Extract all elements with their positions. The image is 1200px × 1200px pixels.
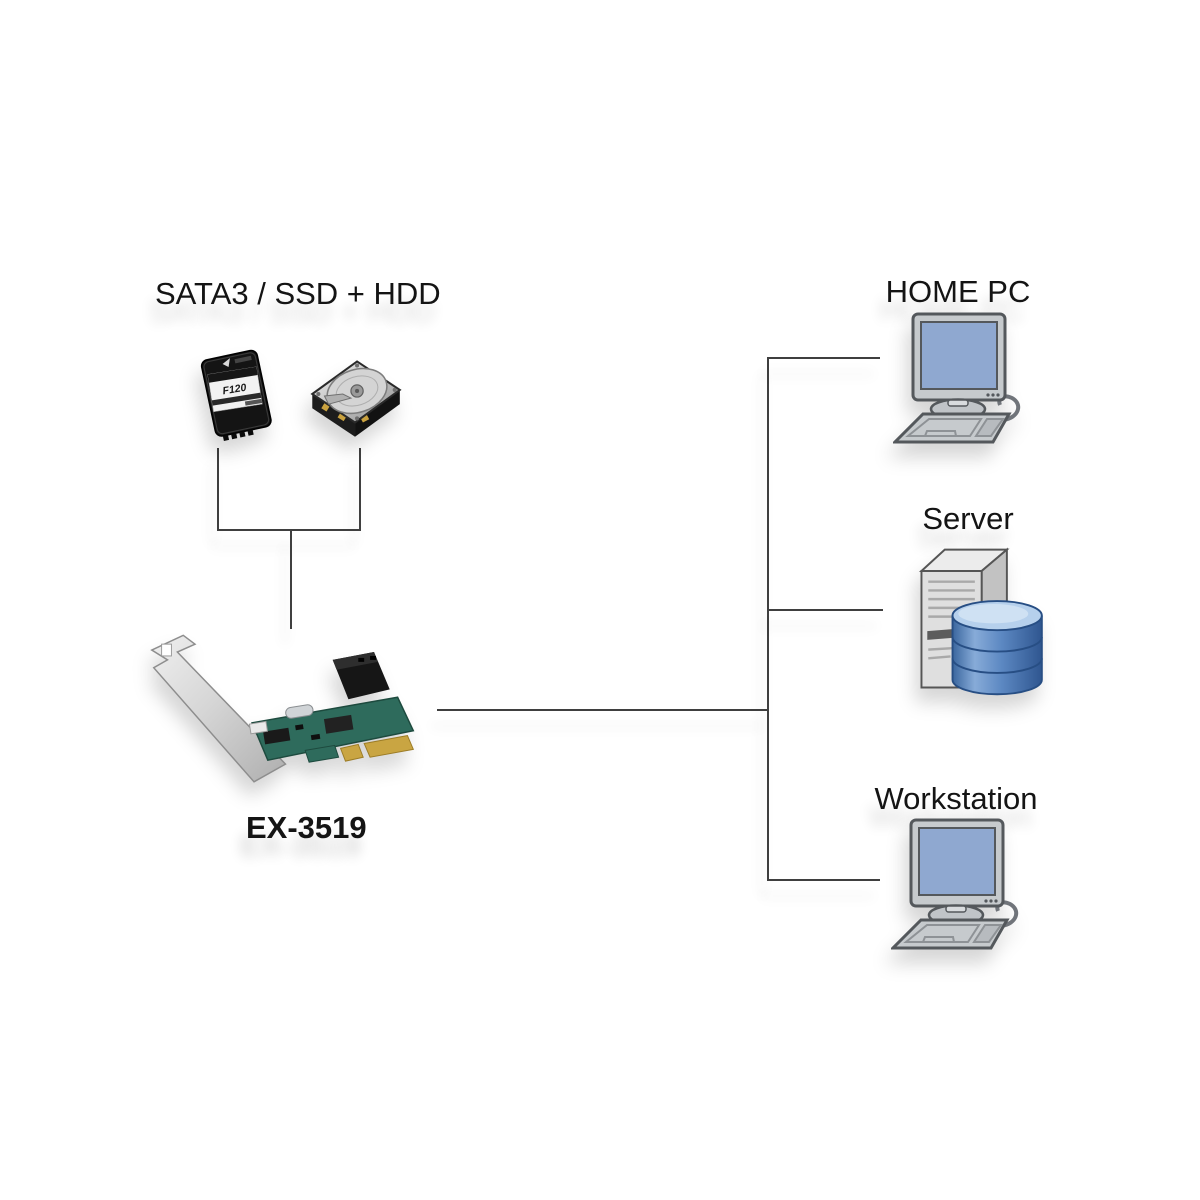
connector-line-stem-to-card [290, 529, 292, 629]
pcie-edge-connector [339, 743, 364, 762]
connector-line-hdd-down [359, 448, 361, 530]
source-group-title: SATA3 / SSD + HDD [155, 276, 441, 311]
corsair-logo [222, 358, 230, 367]
desktop-computer-icon-workstation [891, 818, 1021, 950]
monitor-screen [918, 827, 996, 896]
connector-line-branch-homepc [767, 357, 880, 359]
pcie-card-icon [138, 628, 433, 796]
monitor-screen [920, 321, 998, 390]
connector-line-branch-server [767, 609, 883, 611]
client-label-server: Server [922, 501, 1014, 536]
card-bracket [150, 634, 287, 783]
controller-label: EX-3519 [246, 810, 367, 845]
ssd-icon: F120 [183, 341, 288, 448]
ssd-model-text: F120 [222, 382, 248, 398]
server-icon [890, 538, 1050, 703]
connector-line-branch-workstation [767, 879, 880, 881]
client-label-workstation: Workstation [874, 781, 1038, 816]
hdd-icon [298, 337, 410, 451]
connector-line-join [217, 529, 361, 531]
connector-line-ssd-down [217, 448, 219, 530]
database-icon [951, 600, 1043, 696]
connector-line-card-to-trunk [437, 709, 769, 711]
client-label-home-pc: HOME PC [885, 274, 1031, 309]
desktop-computer-icon-home-pc [893, 312, 1023, 444]
connector-line-trunk [767, 357, 769, 881]
